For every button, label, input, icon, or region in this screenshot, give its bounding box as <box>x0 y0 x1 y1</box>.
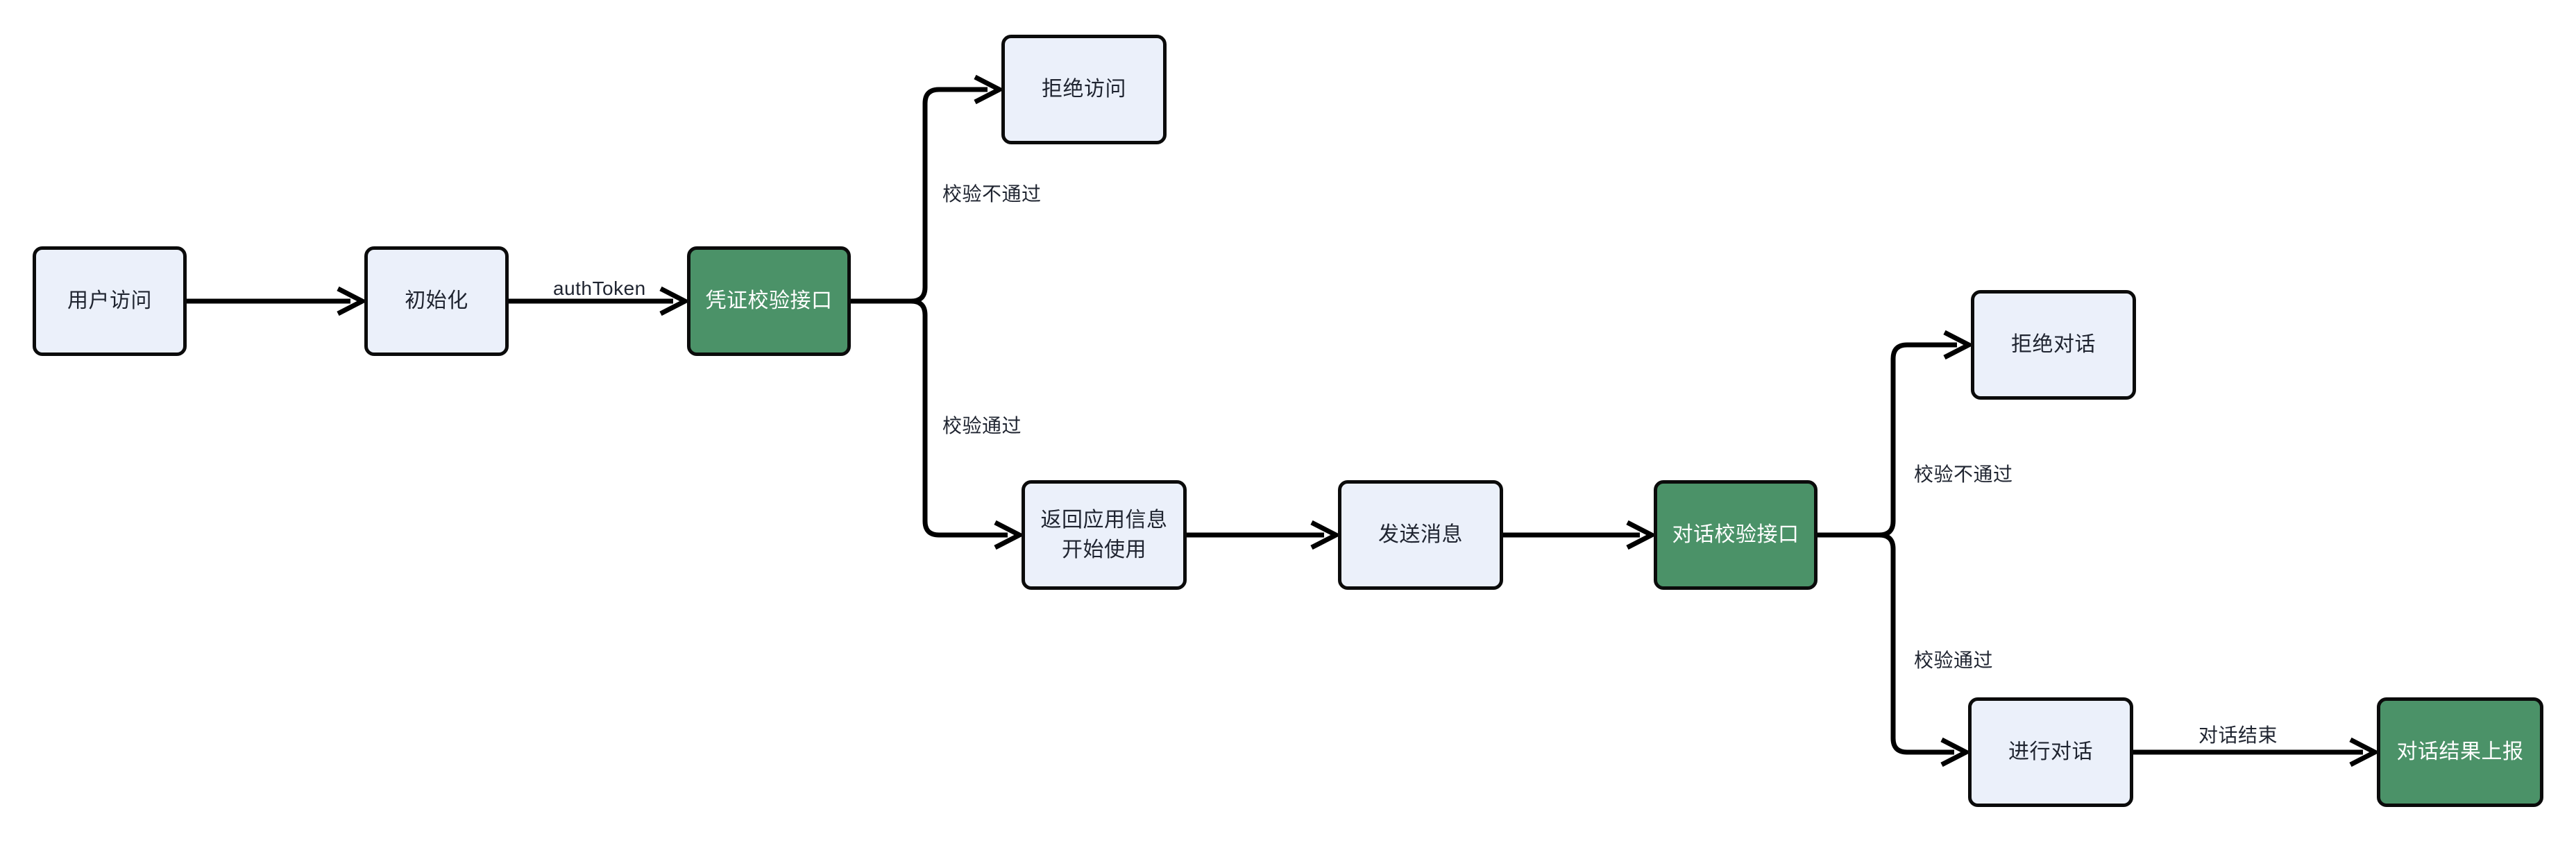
edge-label-verify-passed-chat: 校验通过 <box>1914 649 1994 671</box>
edge-chat-verify-to-reject-chat <box>1879 330 1974 538</box>
node-user-access-label: 用户访问 <box>67 289 152 313</box>
node-credential-verify-api[interactable]: 凭证校验接口 <box>687 246 851 356</box>
node-return-app-info-label: 返回应用信息 开始使用 <box>1040 508 1168 562</box>
node-reject-chat-label: 拒绝对话 <box>2011 333 2096 357</box>
node-credential-verify-api-label: 凭证校验接口 <box>705 289 833 313</box>
node-deny-access-label: 拒绝访问 <box>1042 78 1126 101</box>
node-do-chat[interactable]: 进行对话 <box>1968 697 2133 807</box>
node-send-message-label: 发送消息 <box>1378 523 1463 547</box>
node-deny-access[interactable]: 拒绝访问 <box>1001 35 1167 144</box>
node-user-access[interactable]: 用户访问 <box>33 246 187 356</box>
node-report-chat-result[interactable]: 对话结果上报 <box>2377 697 2543 807</box>
edge-label-chat-end: 对话结束 <box>2198 724 2278 746</box>
node-report-chat-result-label: 对话结果上报 <box>2396 740 2524 764</box>
edge-return-app-info-to-send-message <box>1187 520 1341 550</box>
node-reject-chat[interactable]: 拒绝对话 <box>1971 290 2136 400</box>
edge-label-verify-passed-credential: 校验通过 <box>942 415 1022 436</box>
node-chat-verify-api-label: 对话校验接口 <box>1672 523 1799 547</box>
edge-user-access-to-init <box>187 286 368 316</box>
edge-label-verify-failed-chat: 校验不通过 <box>1914 464 2013 485</box>
node-init[interactable]: 初始化 <box>364 246 509 356</box>
node-return-app-info[interactable]: 返回应用信息 开始使用 <box>1022 480 1187 590</box>
node-chat-verify-api[interactable]: 对话校验接口 <box>1654 480 1817 590</box>
node-send-message[interactable]: 发送消息 <box>1338 480 1503 590</box>
node-init-label: 初始化 <box>405 289 468 313</box>
edge-label-auth-token: authToken <box>553 278 646 299</box>
edge-label-verify-failed-credential: 校验不通过 <box>942 183 1042 205</box>
node-do-chat-label: 进行对话 <box>2008 740 2093 764</box>
edge-send-message-to-chat-verify <box>1503 520 1657 550</box>
